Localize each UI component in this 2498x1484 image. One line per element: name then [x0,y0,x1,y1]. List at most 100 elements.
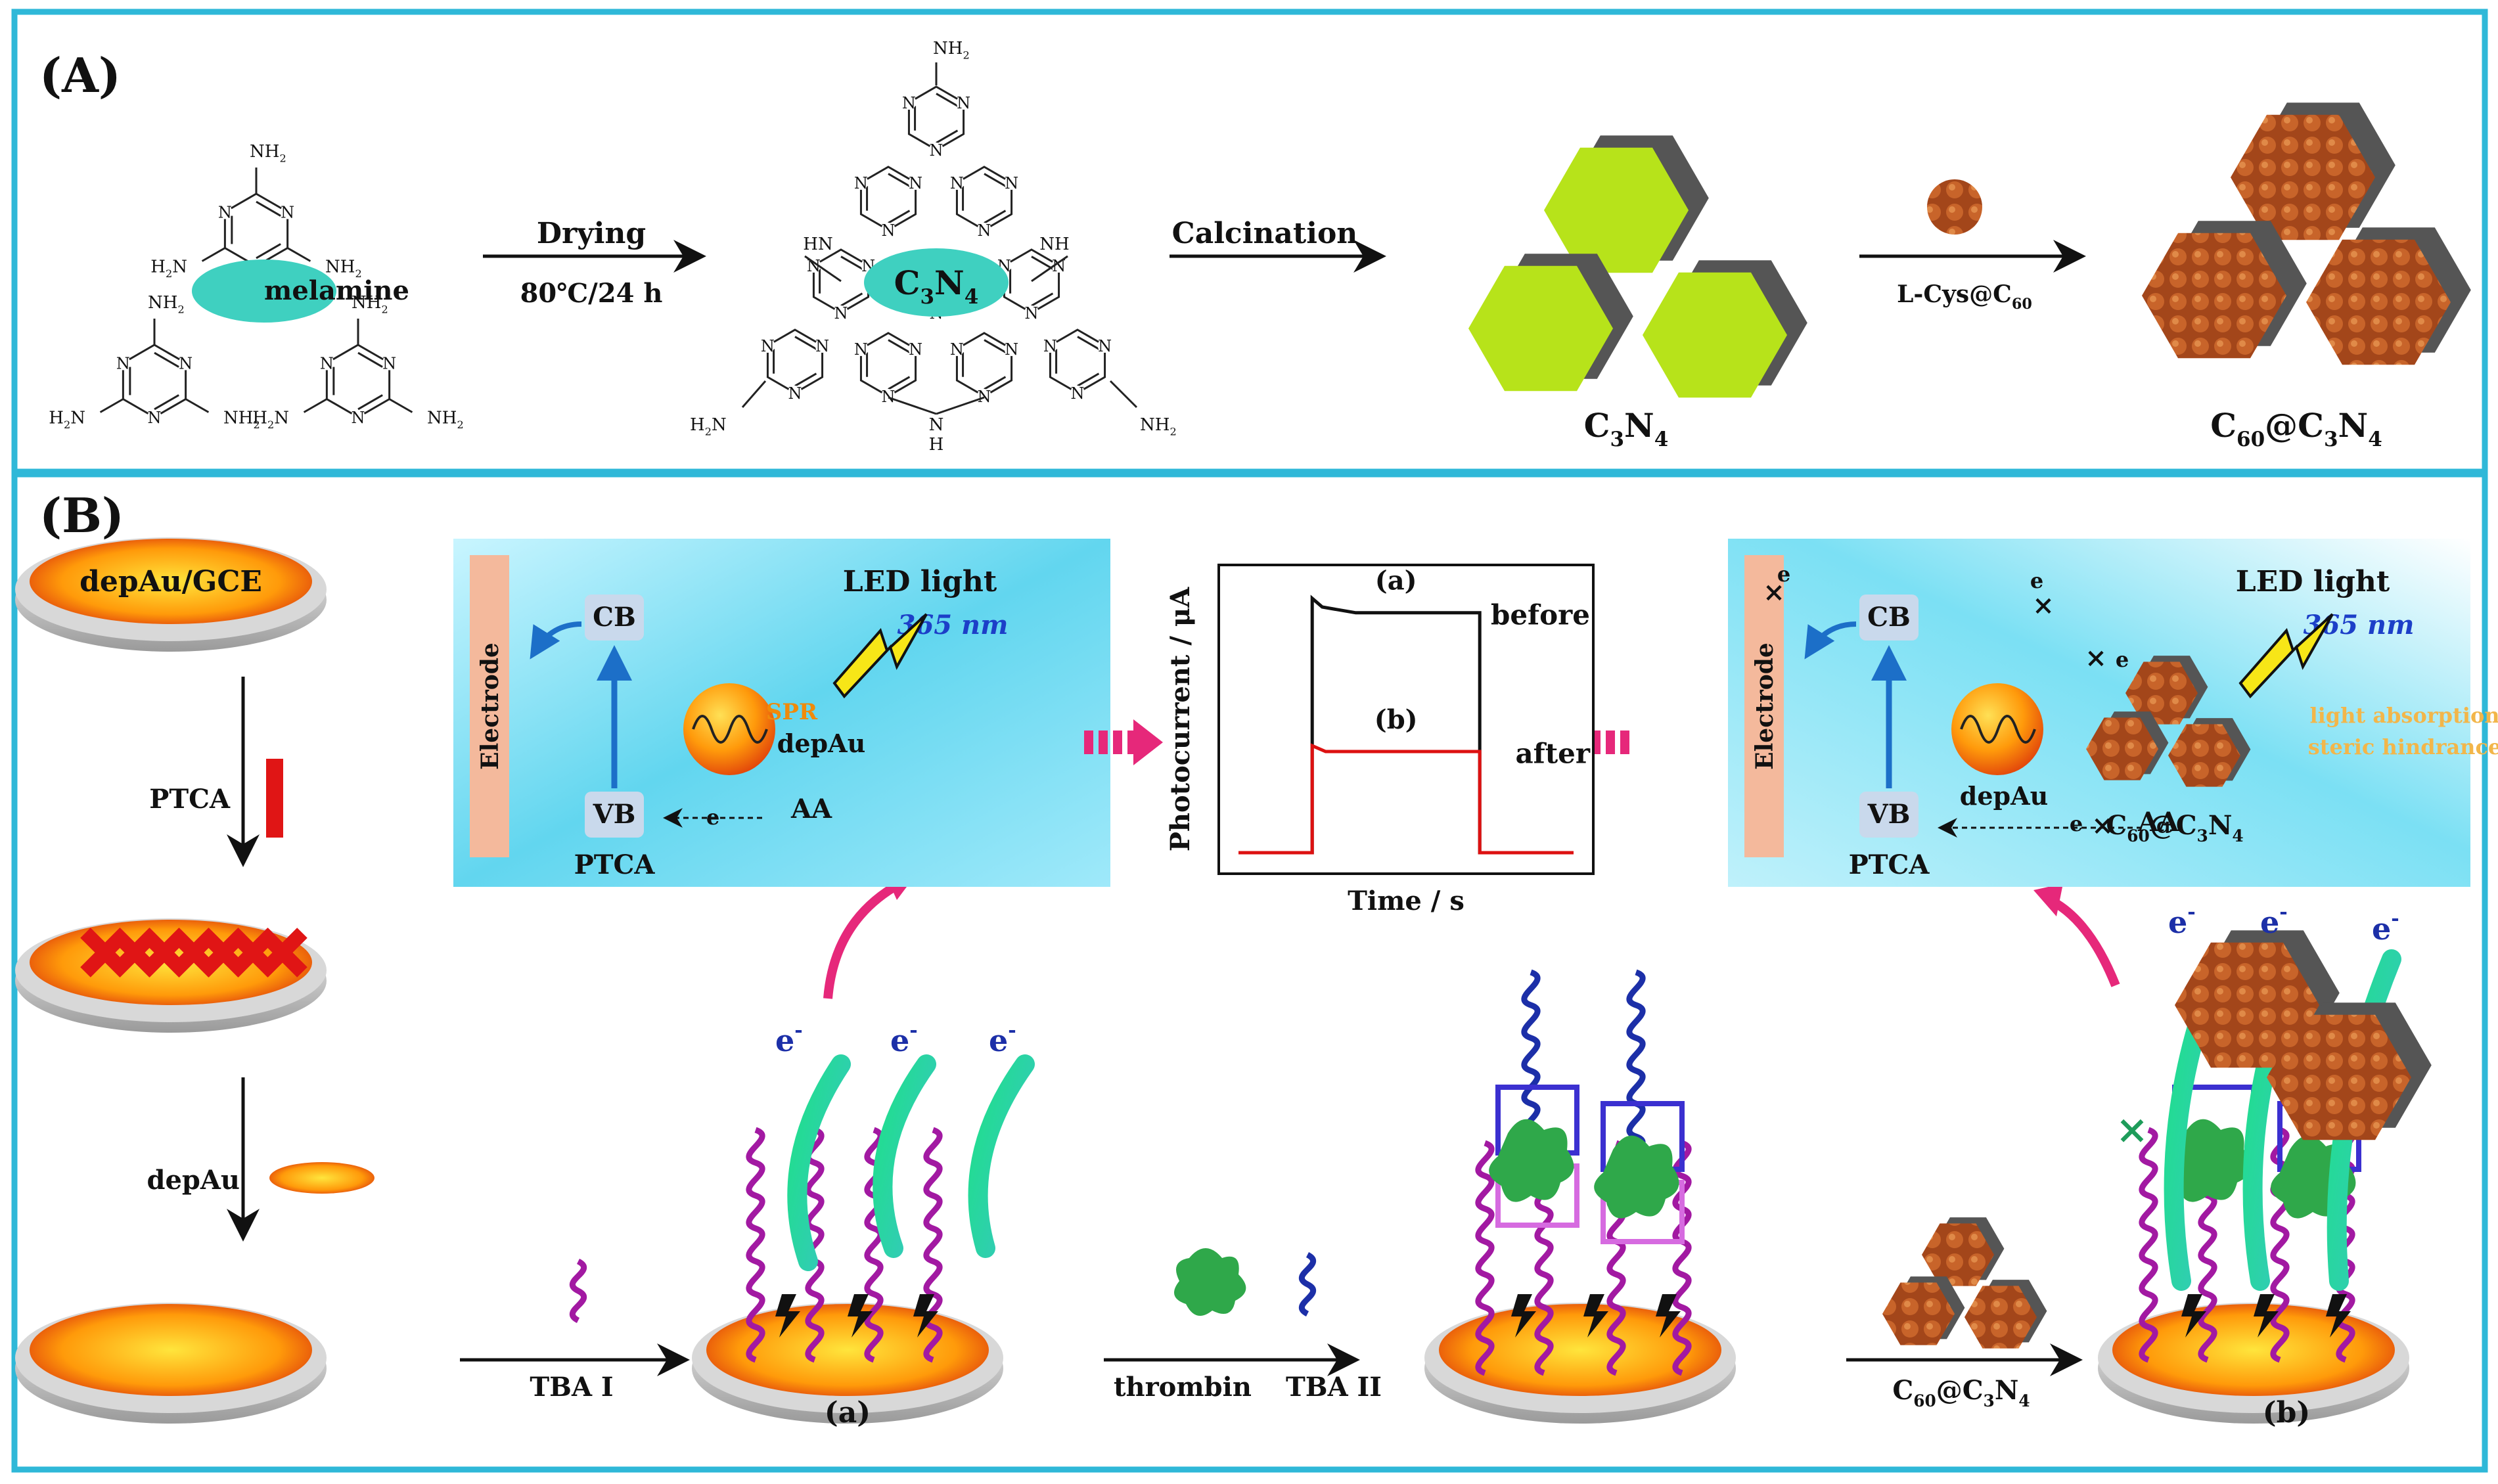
tba1-strand [746,1127,765,1363]
text-span: NH [325,258,355,277]
depau-step-label: depAu [147,1165,240,1196]
dash-segment [1606,731,1615,754]
amino-group: H2N [150,258,187,280]
c3n4-prism [1643,260,1807,398]
text-span: H [252,409,267,428]
amino-group: H2N [49,409,85,431]
pink-arrowhead [2033,884,2063,916]
double-bond [936,129,959,144]
amino-group: NH2 [325,258,362,280]
nitrogen-atom: N [854,174,868,192]
lightning-bolt [1583,1294,1608,1338]
amino-group: NH2 [250,142,286,164]
ring-bond [223,192,289,267]
heptazine-ring: NNN [853,332,923,406]
panel-a: NNNNH2NH2H2NNNNNH2NH2H2NNNNNH2NH2H2Nmela… [49,39,2471,455]
mechanism-background [453,539,1110,887]
blocked-cross: × [2116,1107,2148,1153]
electron-arrow [968,1054,1035,1258]
nitrogen-atom: N [281,204,294,222]
text-span: @C [2150,810,2197,841]
bond [804,255,842,282]
double-bond [357,351,383,368]
bond [741,380,767,408]
nitrogen-atom: N [978,221,991,240]
electrode-a-label: (a) [825,1396,871,1429]
nitrogen-bg [806,258,821,273]
text-span: C [894,263,920,302]
ring-bond [325,344,391,418]
double-bond [357,394,383,411]
c60-c3n4-prism [2267,1002,2432,1140]
nitrogen-atom: N [882,388,896,406]
nitrogen-atom: N [950,174,964,192]
tba1-strand [1672,1140,1692,1376]
electron-symbol: e [890,1023,909,1058]
subscript: 3 [2324,428,2338,451]
electron-charge: - [2279,901,2287,924]
vb-box [585,792,644,838]
subscript: 2 [1170,425,1176,438]
subscript: 4 [2232,826,2243,845]
electrode-surface [30,1304,312,1396]
c60-c3n4-prism [2142,221,2307,359]
nitrogen-bg [949,175,965,190]
nitrogen-atom: N [1043,337,1057,355]
thrombin-molecule [1489,1119,1574,1202]
nitrogen-atom: N [930,141,943,160]
nitrogen-bg [319,355,334,371]
c3n4-ellipse-label: C3N4 [894,263,979,309]
double-bond [984,376,1007,390]
blocked-cross: × [2032,590,2055,621]
y-axis-label: Photocurrent / μA [1165,587,1196,851]
cb-box [1859,595,1919,641]
electron-charge: - [1008,1019,1016,1042]
text-span: C [1892,1375,1913,1406]
bond [888,396,937,415]
electrode-b-label: (b) [2263,1396,2310,1429]
amino-group: NH2 [1140,415,1177,438]
electron-label: e- [775,1019,803,1058]
bond [1109,380,1138,409]
electrode-bar [470,555,509,857]
nitrogen-atom: N [788,384,802,403]
electron-symbol: e [2168,905,2187,940]
nitrogen-bg [788,386,802,400]
nitrogen-bg [929,143,943,157]
electrode-surface [1439,1304,1721,1396]
prism-face [2168,724,2240,787]
subscript: 2 [64,418,70,431]
subscript: 60 [1913,1391,1936,1410]
steric-hindrance-label: steric hindrance [2308,734,2498,759]
depau-label: depAu [777,729,865,758]
nitrogen-bg [853,342,869,356]
double-bond [984,210,1007,224]
nitrogen-bg [949,342,965,356]
double-bond [154,394,179,411]
nitrogen-atom: N [815,337,829,355]
double-bond [794,372,817,387]
cb-label: CB [1867,602,1911,633]
nitrogen-atom: N [1052,257,1066,275]
text-span: H [49,409,64,428]
tba2-label: TBA II [1286,1372,1382,1403]
tba1-strand [805,1127,825,1363]
electron-label: e [2070,811,2083,836]
nitrogen-atom: N [1098,337,1112,355]
text-span: C [2106,810,2127,841]
c3n4-structure: NNNNNNNNNNNNNNNNNNNNNNNNNNNNNNNH2HNNHH2N… [690,39,1177,455]
electron-arrow [873,1054,936,1258]
nitrogen-bg [280,204,295,219]
subscript: 3 [1610,428,1624,451]
mechanism-background [1728,539,2470,887]
text-span: L-Cys@C [1897,281,2012,308]
electrode-a [692,1054,1035,1424]
electron-charge: - [2391,907,2399,930]
curve-a-label: (a) [1375,566,1417,596]
subscript: 3 [920,285,934,309]
electron-label: e- [890,1019,918,1058]
prism-face [1922,1223,1994,1286]
